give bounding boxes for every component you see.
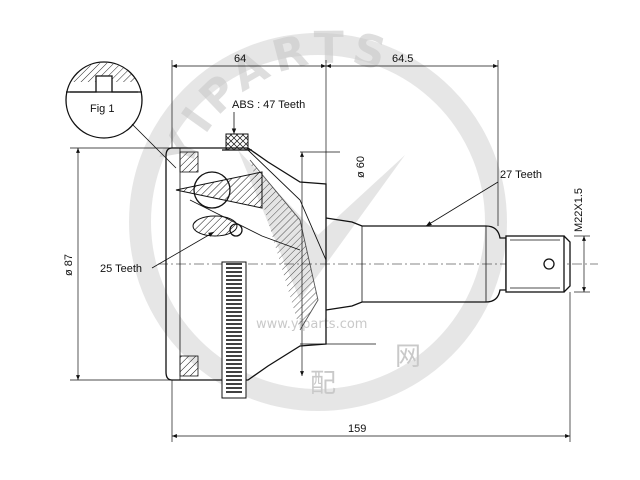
abs-key: [225, 133, 249, 151]
watermark-cjk-2: 网: [395, 342, 421, 372]
watermark-ring: [129, 33, 507, 411]
watermark-cjk-1: 配: [310, 369, 336, 399]
threaded-end: [505, 235, 565, 293]
inner-teeth-label: 25 Teeth: [100, 263, 142, 275]
cotter-hole: [543, 258, 555, 270]
abs-teeth-label: ABS : 47 Teeth: [232, 99, 305, 111]
dim-len-total: 159: [348, 423, 366, 435]
thread-label: M22X1.5: [573, 188, 585, 232]
dim-len-right: 64.5: [392, 53, 413, 65]
watermark-url: www.yiparts.com: [256, 317, 367, 332]
dimensions: 64 64.5 159 ø 87 ø 60 M22X1.5: [63, 53, 590, 442]
dim-dia-seat: ø 60: [355, 156, 367, 178]
inner-race: [175, 149, 327, 331]
watermark-v-mark: [238, 150, 405, 300]
detail-fig-1: Fig 1: [65, 61, 177, 169]
abs-ring: [221, 261, 247, 399]
fig-label: Fig 1: [90, 103, 114, 115]
callouts: ABS : 47 Teeth 27 Teeth 25 Teeth: [100, 99, 542, 275]
dim-dia-outer: ø 87: [63, 254, 75, 276]
shaft: [325, 217, 571, 311]
dim-len-left: 64: [234, 53, 246, 65]
watermark: YIPARTS www.yiparts.com 配 网: [129, 23, 507, 411]
outer-teeth-label: 27 Teeth: [500, 169, 542, 181]
